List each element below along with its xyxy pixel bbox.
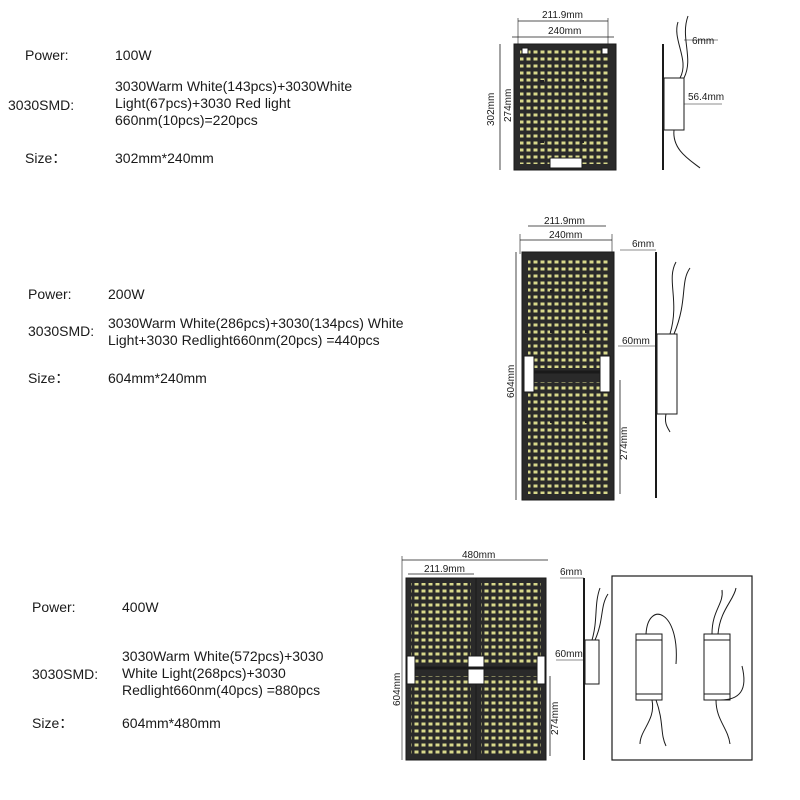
power-value-200w: 200W <box>108 286 145 302</box>
red-led-markers <box>540 80 589 463</box>
drawing-400w: 480mm 211.9mm 604mm 274mm 6mm 60mm <box>392 550 753 761</box>
dim-total-width-400w: 480mm <box>462 550 495 561</box>
dim-thickness-400w: 6mm <box>560 567 582 578</box>
dim-height-200w: 604mm <box>506 365 517 398</box>
smd-label-200w: 3030SMD: <box>28 323 95 339</box>
power-label-400w: Power: <box>32 599 76 615</box>
size-value-200w: 604mm*240mm <box>108 370 207 386</box>
dim-width-200w: 240mm <box>549 230 582 241</box>
drawing-100w: 211.9mm 240mm 302mm 274mm 6mm 56.4mm <box>486 10 724 171</box>
size-label-200w: Size： <box>28 370 70 386</box>
smd-label-100w: 3030SMD: <box>8 97 75 113</box>
dim-inner-height-100w: 274mm <box>503 89 514 122</box>
dim-height-100w: 302mm <box>486 93 497 126</box>
smd-value-400w: 3030Warm White(572pcs)+3030 White Light(… <box>122 648 324 698</box>
power-label-200w: Power: <box>28 286 72 302</box>
size-label-400w: Size： <box>32 715 74 731</box>
smd-value-200w: 3030Warm White(286pcs)+3030(134pcs) Whit… <box>108 315 404 348</box>
size-value-400w: 604mm*480mm <box>122 715 221 731</box>
size-label-100w: Size： <box>25 150 67 166</box>
power-label-100w: Power: <box>25 47 69 63</box>
dim-thickness-100w: 6mm <box>692 36 714 47</box>
drawing-200w: 211.9mm 240mm 604mm 274mm 6mm 60mm <box>506 216 691 501</box>
dim-height-400w: 604mm <box>392 673 403 706</box>
dim-inner-height-200w: 274mm <box>619 427 630 460</box>
dim-inner-height-400w: 274mm <box>550 702 561 735</box>
dim-inner-width-200w: 211.9mm <box>544 216 585 227</box>
dim-thickness-200w: 6mm <box>632 239 654 250</box>
dim-driver-depth-400w: 60mm <box>555 649 583 660</box>
dim-inner-width-100w: 211.9mm <box>542 10 583 21</box>
smd-label-400w: 3030SMD: <box>32 666 99 682</box>
dim-inner-width-400w: 211.9mm <box>424 564 465 575</box>
size-value-100w: 302mm*240mm <box>115 150 214 166</box>
dim-driver-depth-100w: 56.4mm <box>688 92 724 103</box>
power-value-400w: 400W <box>122 599 159 615</box>
power-value-100w: 100W <box>115 47 152 63</box>
dim-width-100w: 240mm <box>548 26 581 37</box>
smd-value-100w: 3030Warm White(143pcs)+3030White Light(6… <box>115 78 353 128</box>
dim-driver-depth-200w: 60mm <box>622 336 650 347</box>
